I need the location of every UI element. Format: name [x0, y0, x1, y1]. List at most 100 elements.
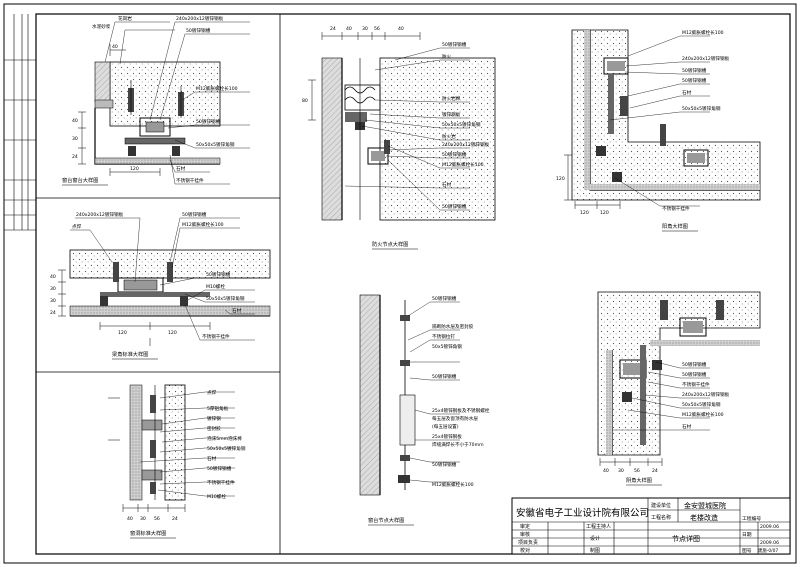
- sill-label-4: M12膨胀螺栓长100: [196, 85, 238, 92]
- beam-title: 梁角标准大样图: [112, 350, 148, 358]
- sill-dim-top: 40: [112, 44, 118, 50]
- sill-label-0: 花岗岩: [118, 15, 132, 22]
- section-label-9: 焊缝满焊长不小于70mm: [432, 441, 484, 448]
- inner-dim-0: 120: [580, 210, 589, 216]
- company-name: 安徽省电子工业设计院有限公司: [516, 507, 649, 519]
- detail-beam-standard: [58, 217, 271, 346]
- beam-label-8: 不锈钢干挂件: [202, 333, 230, 340]
- beam-label-3: M12膨胀螺栓长100: [182, 221, 224, 228]
- sill-dim-bottom: 120: [130, 166, 139, 172]
- fire-label-8: M12膨胀螺栓长100: [442, 161, 484, 168]
- fire-dim-side: 80: [302, 98, 308, 104]
- section-label-4: 50镀锌钢槽: [432, 373, 457, 380]
- project-label: 工程名称: [651, 514, 671, 521]
- jamb-label-5: 50x50x5镀锌角钢: [207, 445, 246, 452]
- jamb-dim-2: 56: [154, 516, 160, 522]
- fire-dim-top-2: 30: [362, 26, 368, 32]
- jamb-label-4: 泡沫5mm泡沫棒: [207, 435, 242, 442]
- project-name: 老楼改造: [690, 513, 718, 522]
- beam-dim-bottom-1: 120: [168, 330, 177, 336]
- section-label-8: 25x4镀锌钢板: [432, 433, 462, 440]
- outer-dim-2: 56: [634, 468, 640, 474]
- fire-label-0: 50镀锌钢槽: [442, 41, 467, 48]
- row-1: 审核: [520, 531, 530, 538]
- inner-label-0: M12膨胀螺栓长100: [682, 29, 724, 36]
- section-label-10: 50镀锌钢槽: [432, 461, 457, 468]
- jamb-label-0: 点焊: [207, 389, 217, 396]
- inner-label-6: 不锈钢干挂件: [662, 205, 690, 212]
- drawing-title: 节点详图: [672, 534, 700, 543]
- fire-label-3: 镀锌钢板: [442, 111, 461, 118]
- right-value-1: 2009.06: [760, 540, 779, 546]
- section-label-6: 每五层及窗顶有防水层: [432, 415, 478, 422]
- jamb-label-6: 石材: [207, 455, 217, 462]
- jamb-dim-0: 40: [127, 516, 133, 522]
- fire-label-6: 240x200x12镀锌钢板: [442, 141, 490, 148]
- inner-label-4: 石材: [682, 89, 692, 96]
- outer-label-2: 不锈钢干挂件: [682, 381, 710, 388]
- jamb-label-1: 5厚铝角板: [207, 405, 229, 412]
- jamb-label-9: M10螺栓: [207, 493, 226, 500]
- fire-label-1: 防火: [442, 53, 452, 60]
- fire-label-10: 50镀锌钢槽: [442, 203, 467, 210]
- beam-dim-side-0: 24: [50, 310, 56, 316]
- outer-title: 阴角大样图: [626, 476, 652, 484]
- beam-dim-side-1: 30: [50, 298, 56, 304]
- row-0: 审定: [520, 523, 530, 530]
- beam-dim-side-3: 40: [50, 274, 56, 280]
- sill-label-2: 240x200x12镀锌钢板: [176, 15, 224, 22]
- beam-dim-bottom-0: 120: [118, 330, 127, 336]
- panel-dividers: [36, 14, 281, 554]
- text-labels: 花岗岩 水泥砂浆 240x200x12镀锌钢板 50镀锌钢槽 M12膨胀螺栓长1…: [50, 15, 730, 537]
- outer-label-3: 240x200x12镀锌钢板: [682, 391, 730, 398]
- beam-label-6: 50x50x5镀锌角钢: [206, 295, 245, 302]
- right-label-1: 日期: [742, 532, 752, 538]
- right-label-2: 图号: [742, 548, 752, 554]
- outer-dim-3: 24: [652, 468, 658, 474]
- beam-label-7: 石材: [232, 307, 242, 314]
- fire-label-5: 防火岩: [442, 133, 456, 140]
- sill-label-3: 50镀锌钢槽: [186, 27, 211, 34]
- fire-title: 防火节点大样图: [372, 240, 408, 248]
- jamb-dim-3: 24: [172, 516, 178, 522]
- sill-dim-side-1: 30: [72, 136, 78, 142]
- sill-label-6: 50x50x5镀锌角钢: [196, 141, 235, 148]
- section-label-0: 50镀锌钢槽: [432, 295, 457, 302]
- inner-title: 阳角大样图: [662, 222, 688, 230]
- outer-dim-1: 30: [618, 468, 624, 474]
- jamb-label-2: 镀锌钢: [207, 415, 221, 422]
- right-value-2: 建施-0/07: [758, 547, 778, 554]
- client-label: 建设单位: [651, 502, 671, 509]
- beam-label-1: 240x200x12镀锌钢板: [76, 211, 124, 218]
- sill-label-1: 水泥砂浆: [92, 23, 111, 30]
- right-label-0: 工程编号: [742, 515, 761, 522]
- sill-dim-side-2: 24: [72, 154, 78, 160]
- beam-label-2: 50镀锌钢槽: [182, 211, 207, 218]
- outer-frame: [3, 3, 797, 564]
- title-underlines: [62, 184, 698, 539]
- sill-label-8: 不锈钢干挂件: [176, 177, 204, 184]
- sill-title: 窗台窗台大样图: [62, 176, 98, 184]
- inner-dim-1: 120: [600, 210, 609, 216]
- fire-label-7: 50镀锌钢槽: [442, 151, 467, 158]
- client-name: 金安盟城医院: [684, 501, 726, 510]
- jamb-label-7: 50镀锌钢槽: [207, 465, 232, 472]
- right-value-0: 2009.06: [760, 524, 779, 530]
- sign-0: 工程主持人: [586, 523, 611, 530]
- beam-label-0: 点焊: [72, 223, 82, 230]
- inner-label-3: 50镀锌钢槽: [682, 77, 707, 84]
- section-label-7: (每五层设置): [432, 423, 459, 430]
- fire-dim-top-4: 40: [398, 26, 404, 32]
- sign-2: 制图: [590, 547, 600, 554]
- beam-label-4: 50镀锌钢槽: [206, 271, 231, 278]
- row-3: 校对: [520, 547, 530, 554]
- section-label-1: 隔断防水层及密封胶: [432, 323, 474, 330]
- detail-outer-corner: [597, 291, 761, 466]
- sill-label-5: 50镀锌钢槽: [196, 118, 221, 125]
- jamb-dim-1: 30: [140, 516, 146, 522]
- sill-label-7: 石材: [176, 165, 186, 172]
- fire-dim-top-0: 24: [330, 26, 336, 32]
- outer-label-0: 50镀锌钢槽: [682, 361, 707, 368]
- fire-dim-top-1: 40: [346, 26, 352, 32]
